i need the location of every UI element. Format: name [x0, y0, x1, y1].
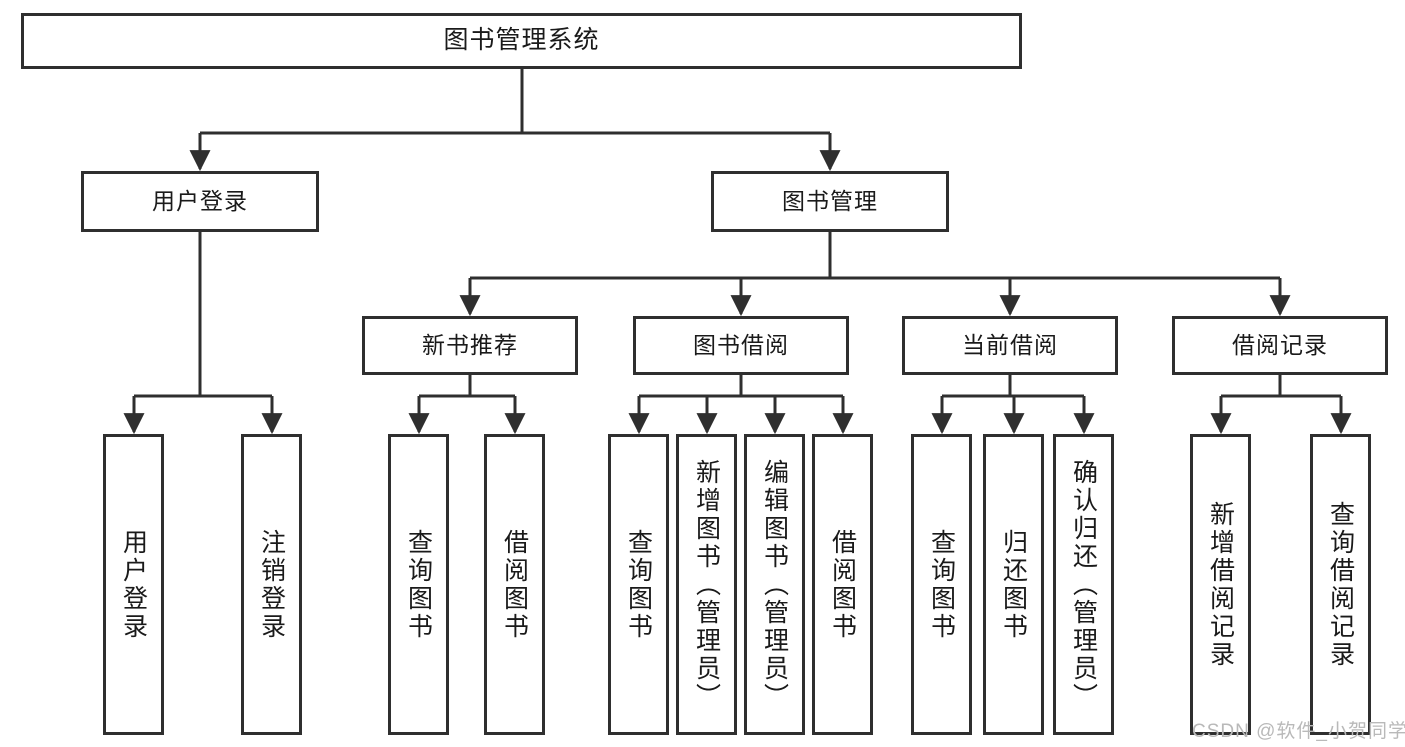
node-leaf-query-book-cur[interactable]: 查询图书	[911, 434, 972, 735]
node-label: 查询图书	[624, 528, 653, 641]
node-label: 借阅记录	[1232, 331, 1328, 358]
node-label: 查询借阅记录	[1326, 500, 1355, 669]
node-leaf-query-book-rec[interactable]: 查询图书	[388, 434, 449, 735]
node-leaf-edit-book[interactable]: 编辑图书（管理员）	[744, 434, 805, 735]
node-label: 借阅图书	[828, 528, 857, 641]
node-label: 归还图书	[999, 528, 1028, 641]
edge-paths	[123, 69, 1352, 435]
node-leaf-user-login[interactable]: 用户登录	[103, 434, 164, 735]
node-label: 查询图书	[927, 528, 956, 641]
node-leaf-return-book[interactable]: 归还图书	[983, 434, 1044, 735]
node-leaf-query-record[interactable]: 查询借阅记录	[1310, 434, 1371, 735]
node-label: 新书推荐	[422, 331, 518, 358]
node-label: 图书管理系统	[443, 26, 600, 55]
node-leaf-user-logout[interactable]: 注销登录	[241, 434, 302, 735]
node-label: 注销登录	[257, 528, 286, 641]
node-label: 新增借阅记录	[1206, 500, 1235, 669]
csdn-watermark: CSDN @软件_小贺同学	[1192, 721, 1405, 742]
node-label: 编辑图书（管理员）	[760, 458, 789, 711]
node-leaf-add-record[interactable]: 新增借阅记录	[1190, 434, 1251, 735]
node-leaf-borrow-book[interactable]: 借阅图书	[812, 434, 873, 735]
node-root[interactable]: 图书管理系统	[21, 13, 1022, 69]
node-label: 新增图书（管理员）	[692, 458, 721, 711]
node-label: 用户登录	[152, 187, 248, 214]
node-user-login[interactable]: 用户登录	[81, 171, 319, 232]
node-label: 当前借阅	[962, 331, 1058, 358]
node-label: 图书管理	[782, 187, 878, 214]
node-book-borrow[interactable]: 图书借阅	[633, 316, 849, 375]
node-borrow-record[interactable]: 借阅记录	[1172, 316, 1388, 375]
node-leaf-confirm-return[interactable]: 确认归还（管理员）	[1053, 434, 1114, 735]
node-leaf-query-book-borrow[interactable]: 查询图书	[608, 434, 669, 735]
node-label: 图书借阅	[693, 331, 789, 358]
node-leaf-borrow-book-rec[interactable]: 借阅图书	[484, 434, 545, 735]
node-label: 确认归还（管理员）	[1069, 458, 1098, 711]
node-current-borrow[interactable]: 当前借阅	[902, 316, 1118, 375]
node-leaf-add-book[interactable]: 新增图书（管理员）	[676, 434, 737, 735]
node-label: 查询图书	[404, 528, 433, 641]
node-book-manage[interactable]: 图书管理	[711, 171, 949, 232]
node-label: 用户登录	[119, 528, 148, 641]
node-new-book-rec[interactable]: 新书推荐	[362, 316, 578, 375]
node-label: 借阅图书	[500, 528, 529, 641]
